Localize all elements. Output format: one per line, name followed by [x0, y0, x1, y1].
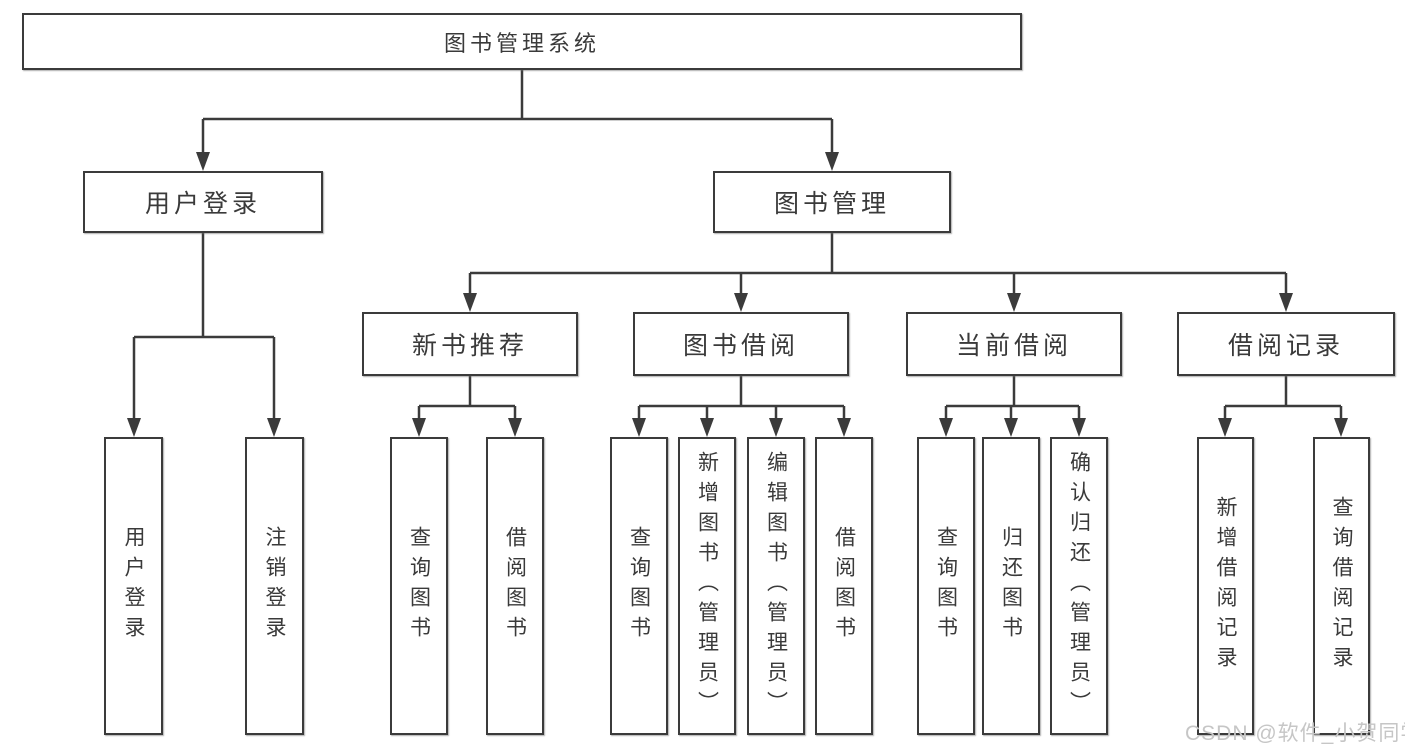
- leaf-bb-borrow-books: 借阅图书: [815, 437, 873, 735]
- connector-borrowing-records-to-leaves: [1223, 376, 1343, 420]
- node-user-login: 用户登录: [83, 171, 323, 233]
- csdn-watermark: CSDN @软件_小贺同学: [1185, 722, 1405, 745]
- leaf-nbr-borrow-books: 借阅图书: [486, 437, 544, 735]
- connector-book-borrowing-to-leaves: [637, 376, 846, 420]
- leaf-bb-query-books: 查询图书: [610, 437, 668, 735]
- connector-user-login-to-leaves: [132, 233, 276, 420]
- leaf-logout: 注销登录: [245, 437, 304, 735]
- leaf-cb-query-books: 查询图书: [917, 437, 975, 735]
- leaf-bb-edit-books-admin: 编辑图书（管理员）: [747, 437, 805, 735]
- leaf-bb-add-books-admin: 新增图书（管理员）: [678, 437, 736, 735]
- node-book-borrowing: 图书借阅: [633, 312, 849, 376]
- leaf-cb-confirm-return-admin: 确认归还（管理员）: [1050, 437, 1108, 735]
- leaf-br-query-record: 查询借阅记录: [1313, 437, 1370, 735]
- connector-root-to-level1: [201, 69, 834, 154]
- leaf-nbr-query-books: 查询图书: [390, 437, 448, 735]
- connector-new-book-recommendation-to-leaves: [417, 376, 517, 420]
- connector-current-borrowing-to-leaves: [944, 376, 1081, 420]
- node-borrowing-records: 借阅记录: [1177, 312, 1395, 376]
- leaf-user-login: 用户登录: [104, 437, 163, 735]
- node-new-book-recommendation: 新书推荐: [362, 312, 578, 376]
- leaf-br-add-record: 新增借阅记录: [1197, 437, 1254, 735]
- node-book-management: 图书管理: [713, 171, 951, 233]
- leaf-cb-return-books: 归还图书: [982, 437, 1040, 735]
- node-library-management-system: 图书管理系统: [22, 13, 1022, 70]
- node-current-borrowing: 当前借阅: [906, 312, 1122, 376]
- connector-book-management-to-level2: [468, 233, 1288, 295]
